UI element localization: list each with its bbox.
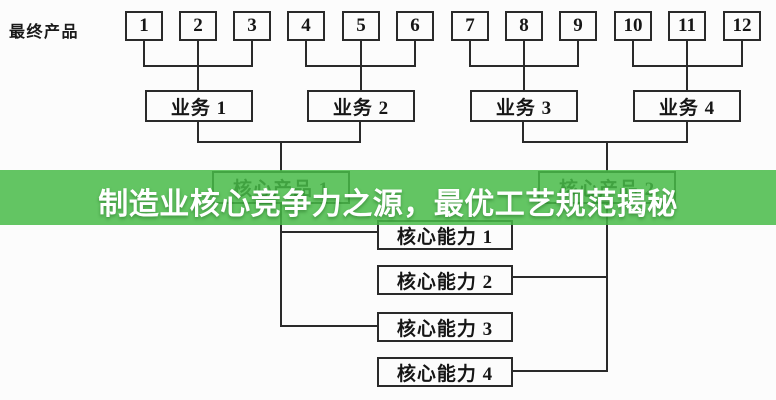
core-competency-box-4: 核心能力 4 [377,357,513,387]
connector-line [741,41,743,67]
core-competency-box-1: 核心能力 1 [377,220,513,250]
connector-line [197,141,361,143]
business-box-4: 业务 4 [633,90,741,122]
final-product-box-2: 2 [179,11,217,41]
connector-line [632,41,634,67]
connector-line [632,65,743,67]
connector-line [143,41,145,67]
connector-line [280,231,378,233]
connector-line [522,122,524,143]
connector-line [606,202,608,372]
business-box-2: 业务 2 [307,90,415,122]
banner-title-text: 制造业核心竞争力之源，最优工艺规范揭秘 [98,188,678,221]
connector-line [251,41,253,67]
connector-line [197,122,199,143]
business-box-3: 业务 3 [470,90,578,122]
connector-line [280,141,282,171]
connector-line [686,122,688,143]
final-product-box-3: 3 [233,11,271,41]
connector-line [305,65,416,67]
connector-line [577,41,579,67]
connector-line [414,41,416,67]
final-product-box-4: 4 [287,11,325,41]
final-product-box-1: 1 [125,11,163,41]
connector-line [280,202,282,327]
final-product-box-8: 8 [505,11,543,41]
final-product-box-12: 12 [723,11,761,41]
connector-line [522,141,688,143]
final-product-box-7: 7 [451,11,489,41]
connector-line [469,65,579,67]
final-product-box-10: 10 [614,11,652,41]
final-product-box-5: 5 [342,11,380,41]
connector-line [280,325,378,327]
connector-line [511,370,608,372]
final-product-box-6: 6 [396,11,434,41]
final-product-box-9: 9 [559,11,597,41]
connector-line [511,276,608,278]
core-competency-box-3: 核心能力 3 [377,312,513,342]
final-products-row-label: 最终产品 [9,24,80,41]
final-product-box-11: 11 [668,11,706,41]
connector-line [143,65,253,67]
connector-line [359,122,361,143]
core-competency-box-2: 核心能力 2 [377,265,513,295]
connector-line [606,141,608,171]
title-banner: 制造业核心竞争力之源，最优工艺规范揭秘 [0,170,776,225]
connector-line [305,41,307,67]
connector-line [469,41,471,67]
business-box-1: 业务 1 [145,90,253,122]
